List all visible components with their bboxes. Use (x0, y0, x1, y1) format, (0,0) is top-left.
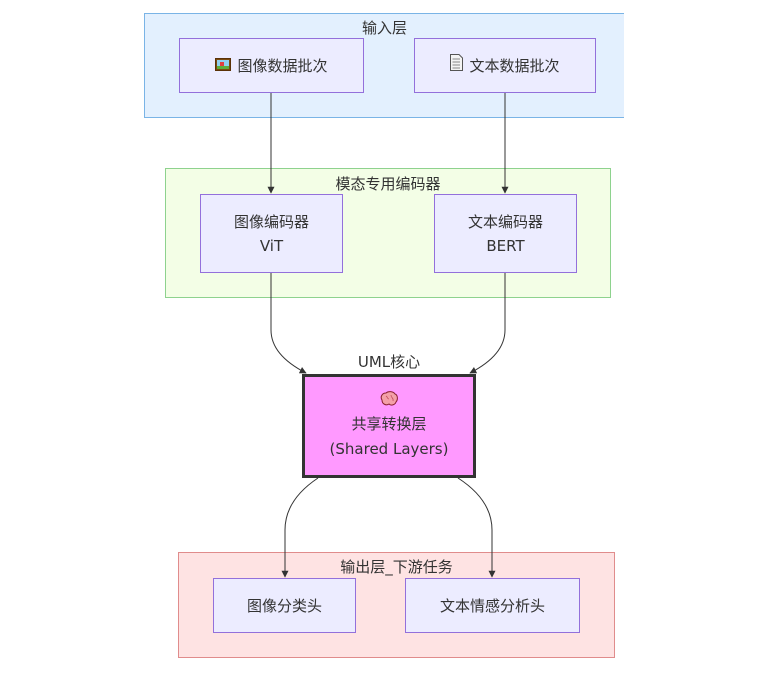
document-icon (450, 53, 464, 78)
text-sentiment-head-node[interactable]: 文本情感分析头 (405, 578, 580, 633)
edge-shared-to-image-head (281, 477, 319, 578)
encoder-group-title: 模态专用编码器 (335, 175, 441, 193)
core-group-title: UML核心 (357, 353, 421, 371)
image-data-batch-node[interactable]: 图像数据批次 (179, 38, 364, 93)
text-encoder-model: BERT (486, 236, 525, 255)
image-encoder-node[interactable]: 图像编码器 ViT (200, 194, 343, 273)
output-layer-title: 输出层_下游任务 (340, 558, 453, 576)
text-encoder-node[interactable]: 文本编码器 BERT (434, 194, 577, 273)
shared-layers-title: 共享转换层 (351, 415, 427, 433)
image-classification-head-node[interactable]: 图像分类头 (213, 578, 356, 633)
picture-icon (215, 54, 232, 78)
edge-text-encoder-to-shared (469, 272, 506, 374)
image-classification-head-label: 图像分类头 (246, 596, 322, 615)
text-sentiment-head-label: 文本情感分析头 (439, 596, 545, 615)
input-layer-title: 输入层 (361, 19, 407, 37)
image-data-batch-label: 图像数据批次 (237, 56, 328, 75)
edge-image-encoder-to-shared (270, 272, 307, 374)
edge-shared-to-text-head (457, 477, 496, 578)
shared-layers-node[interactable]: 共享转换层 (Shared Layers) (302, 374, 476, 478)
image-encoder-model: ViT (259, 236, 284, 255)
image-encoder-title: 图像编码器 (233, 212, 309, 231)
shared-layers-subtitle: (Shared Layers) (329, 440, 449, 458)
text-data-batch-label: 文本数据批次 (469, 56, 560, 75)
brain-icon (379, 390, 399, 412)
text-data-batch-node[interactable]: 文本数据批次 (414, 38, 596, 93)
text-encoder-title: 文本编码器 (467, 212, 543, 231)
